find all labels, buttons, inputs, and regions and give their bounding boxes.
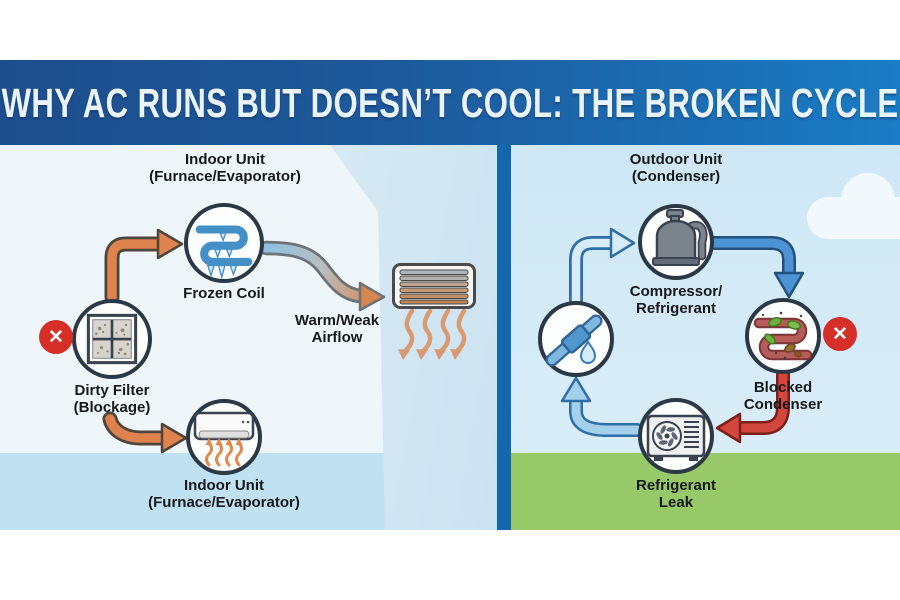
refrigerant-leak-node [538, 301, 614, 377]
dirty-filter-icon [86, 313, 138, 365]
error-x-icon: ✕ [39, 320, 73, 354]
refrigerant-leak-label: Refrigerant Leak [635, 477, 717, 511]
frozen-coil-node [184, 203, 264, 283]
top-margin [0, 0, 900, 60]
vent-grille [392, 263, 476, 314]
outdoor-fan-unit-node [638, 398, 714, 474]
cloud-icon [807, 173, 900, 239]
error-x-glyph: ✕ [48, 326, 64, 348]
frozen-coil-icon [195, 225, 253, 279]
blocked-condenser-icon [753, 311, 813, 361]
compressor-node [638, 204, 714, 280]
refrigerant-leak-icon [545, 314, 603, 367]
outdoor-unit-label: Outdoor Unit (Condenser) [629, 151, 723, 185]
outdoor-fan-unit-icon [646, 414, 706, 461]
frozen-coil-label: Frozen Coil [183, 285, 265, 302]
vent-grille-icon [392, 263, 476, 309]
compressor-icon [652, 209, 708, 266]
indoor-unit-top-label: Indoor Unit (Furnace/Evaporator) [149, 151, 301, 185]
panel-divider [497, 145, 511, 530]
compressor-label: Compressor/ Refrigerant [629, 283, 723, 317]
page-title: WHY AC RUNS BUT DOESN’T COOL: THE BROKEN… [1, 79, 899, 126]
blocked-condenser-label: Blocked Condenser [743, 379, 823, 413]
grass [511, 453, 900, 530]
dirty-filter-node [72, 299, 152, 379]
blocked-condenser-node [745, 298, 821, 374]
bottom-margin [0, 530, 900, 600]
indoor-unit-bottom-label: Indoor Unit (Furnace/Evaporator) [148, 477, 300, 511]
error-x-icon: ✕ [823, 317, 857, 351]
error-x-glyph: ✕ [832, 323, 848, 345]
airflow-label: Warm/Weak Airflow [294, 312, 380, 346]
indoor-unit-icon [193, 411, 255, 467]
indoor-unit-node [186, 399, 262, 475]
dirty-filter-label: Dirty Filter (Blockage) [73, 382, 151, 416]
title-banner: WHY AC RUNS BUT DOESN’T COOL: THE BROKEN… [0, 60, 900, 146]
